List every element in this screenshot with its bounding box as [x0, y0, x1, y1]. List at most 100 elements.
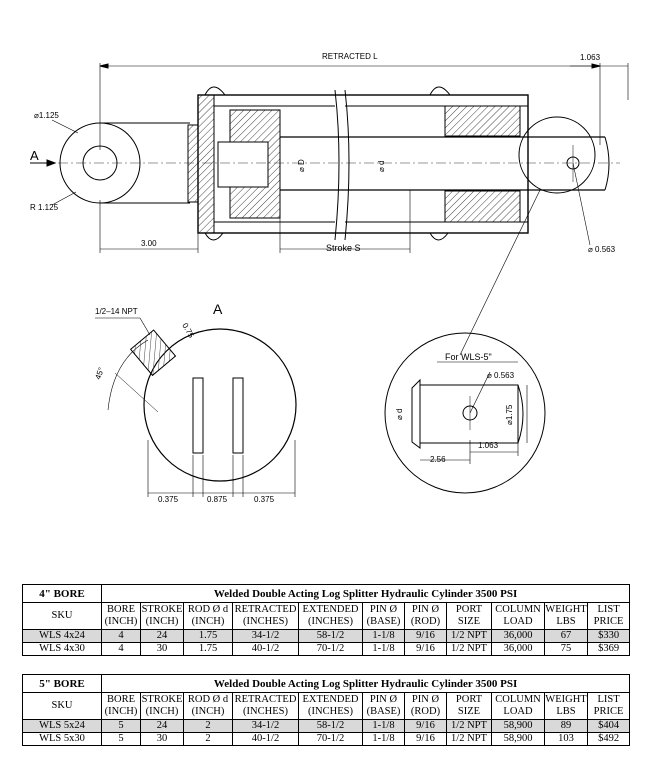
- table-cell: 70-1/2: [298, 732, 363, 746]
- section-a-label: A: [213, 301, 223, 317]
- dim-300: 3.00: [141, 239, 157, 248]
- table-cell: 103: [544, 732, 588, 746]
- npt-label: 1/2–14 NPT: [95, 307, 138, 316]
- col-header: LIST PRICE: [586, 692, 631, 720]
- col-header: WEIGHT LBS: [544, 692, 588, 720]
- table-cell: 9/16: [404, 732, 447, 746]
- table-cell: WLS 5x24: [22, 719, 102, 733]
- table-cell: $369: [586, 642, 631, 656]
- table-cell: 2: [183, 719, 233, 733]
- table-cell: 34-1/2: [232, 629, 299, 643]
- table-row: WLS 5x24 5 24 2 34-1/2 58-1/2 1-1/8 9/16…: [22, 719, 631, 733]
- col-header: STROKE (INCH): [140, 692, 184, 720]
- table-row: WLS 4x30 4 30 1.75 40-1/2 70-1/2 1-1/8 9…: [22, 642, 631, 656]
- table-cell: 9/16: [404, 629, 447, 643]
- table-cell: 70-1/2: [298, 642, 363, 656]
- table-cell: 1.75: [183, 629, 233, 643]
- table-cell: 1-1/8: [362, 642, 405, 656]
- table-cell: $404: [586, 719, 631, 733]
- table-cell: 5: [101, 732, 141, 746]
- section-a-labels: A 1/2–14 NPT 0.75 45° 0.375 0.875 0.375: [93, 301, 274, 504]
- dim-075: 0.75: [180, 322, 196, 340]
- col-header: SKU: [22, 692, 102, 720]
- col-header: STROKE (INCH): [140, 602, 184, 630]
- col-header: ROD Ø d (INCH): [183, 602, 233, 630]
- table-cell: 58,900: [491, 719, 545, 733]
- detail-0563: ⌀ 0.563: [487, 371, 515, 380]
- dim-0375-right: 0.375: [254, 495, 275, 504]
- rod-pin-detail-labels: For WLS-5" ⌀ 0.563 ⌀ d ⌀1.75 2.56 1.063: [395, 352, 515, 464]
- table-cell: 2: [183, 732, 233, 746]
- section-a-view: [95, 317, 297, 497]
- table-cell: 4: [101, 642, 141, 656]
- table-cell: $492: [586, 732, 631, 746]
- table-cell: WLS 4x24: [22, 629, 102, 643]
- table-cell: 1-1/8: [362, 732, 405, 746]
- table-title: Welded Double Acting Log Splitter Hydrau…: [100, 584, 631, 603]
- dim-r1125: R 1.125: [30, 203, 59, 212]
- table-cell: 1.75: [183, 642, 233, 656]
- col-header: RETRACTED (INCHES): [232, 602, 299, 630]
- header-row: SKU BORE (INCH) STROKE (INCH) ROD Ø d (I…: [22, 602, 631, 630]
- header-row: SKU BORE (INCH) STROKE (INCH) ROD Ø d (I…: [22, 692, 631, 720]
- table-cell: 1/2 NPT: [446, 629, 492, 643]
- rod-pin-detail: [384, 332, 546, 494]
- table-cell: 30: [140, 732, 184, 746]
- table-title: Welded Double Acting Log Splitter Hydrau…: [100, 674, 631, 693]
- col-header: RETRACTED (INCHES): [232, 692, 299, 720]
- table-cell: 1/2 NPT: [446, 732, 492, 746]
- table-cell: 58-1/2: [298, 629, 363, 643]
- table-cell: 67: [544, 629, 588, 643]
- col-header: PIN Ø (BASE): [362, 692, 405, 720]
- col-header: WEIGHT LBS: [544, 602, 588, 630]
- dim-0563: ⌀ 0.563: [588, 245, 616, 254]
- rod-d-label-1: ⌀ D: [297, 159, 306, 172]
- dim-1063-top: 1.063: [580, 53, 601, 62]
- stroke-label: Stroke S: [326, 243, 361, 253]
- table-cell: WLS 5x30: [22, 732, 102, 746]
- col-header: PORT SIZE: [446, 602, 492, 630]
- col-header: EXTENDED (INCHES): [298, 602, 363, 630]
- table-cell: 40-1/2: [232, 732, 299, 746]
- table-cell: 34-1/2: [232, 719, 299, 733]
- detail-256: 2.56: [430, 455, 446, 464]
- table-row: WLS 5x30 5 30 2 40-1/2 70-1/2 1-1/8 9/16…: [22, 732, 631, 746]
- angle-45: 45°: [93, 366, 106, 380]
- dim-1125-dia: ⌀1.125: [34, 111, 59, 120]
- view-marker-a: A: [30, 148, 39, 163]
- table-cell: 36,000: [491, 642, 545, 656]
- detail-175: ⌀1.75: [505, 404, 514, 425]
- detail-d: ⌀ d: [395, 409, 404, 421]
- col-header: PORT SIZE: [446, 692, 492, 720]
- dim-0875: 0.875: [207, 495, 228, 504]
- table-cell: 9/16: [404, 719, 447, 733]
- spec-table-4in-bore: 4" BORE Welded Double Acting Log Splitte…: [22, 584, 631, 656]
- detail-1063: 1.063: [478, 441, 499, 450]
- table-cell: 24: [140, 719, 184, 733]
- side-view-labels: RETRACTED L 1.063 ⌀1.125 R 1.125 A 3.00 …: [30, 52, 616, 254]
- col-header: BORE (INCH): [101, 602, 141, 630]
- bore-heading: 5" BORE: [22, 674, 102, 693]
- table-cell: 36,000: [491, 629, 545, 643]
- dim-0375-left: 0.375: [158, 495, 179, 504]
- rod-d-label-2: ⌀ d: [377, 161, 386, 173]
- detail-title: For WLS-5": [445, 352, 492, 362]
- table-cell: WLS 4x30: [22, 642, 102, 656]
- bore-heading: 4" BORE: [22, 584, 102, 603]
- table-cell: 1-1/8: [362, 719, 405, 733]
- table-cell: 1-1/8: [362, 629, 405, 643]
- cylinder-technical-drawing: RETRACTED L 1.063 ⌀1.125 R 1.125 A 3.00 …: [30, 52, 629, 504]
- table-cell: 1/2 NPT: [446, 642, 492, 656]
- table-cell: 58,900: [491, 732, 545, 746]
- col-header: LIST PRICE: [586, 602, 631, 630]
- col-header: EXTENDED (INCHES): [298, 692, 363, 720]
- table-cell: 5: [101, 719, 141, 733]
- col-header: COLUMN LOAD: [491, 602, 545, 630]
- table-cell: 4: [101, 629, 141, 643]
- col-header: ROD Ø d (INCH): [183, 692, 233, 720]
- retracted-label: RETRACTED L: [322, 52, 378, 61]
- table-cell: 89: [544, 719, 588, 733]
- table-cell: 9/16: [404, 642, 447, 656]
- table-row: WLS 4x24 4 24 1.75 34-1/2 58-1/2 1-1/8 9…: [22, 629, 631, 643]
- col-header: BORE (INCH): [101, 692, 141, 720]
